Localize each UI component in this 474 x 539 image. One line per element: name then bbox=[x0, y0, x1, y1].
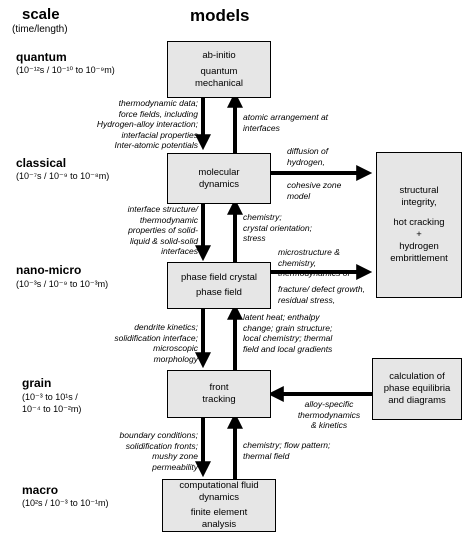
note-line: thermodynamics of bbox=[278, 268, 350, 278]
box-cfd-fea: computational fluid dynamics finite elem… bbox=[162, 479, 276, 532]
note-line: stress bbox=[243, 233, 266, 243]
note-line: boundary conditions; bbox=[119, 430, 198, 440]
note-line: Hydrogen-alloy interaction; bbox=[96, 119, 198, 129]
box-cfd-line2: dynamics bbox=[198, 492, 240, 503]
level-nanomicro-range: (10⁻³s / 10⁻⁹ to 10⁻³m) bbox=[16, 279, 109, 289]
note-boundary-conditions: boundary conditions; solidification fron… bbox=[90, 430, 198, 472]
box-calc-line2: phase equilibria bbox=[383, 383, 451, 394]
box-si-line5: hydrogen bbox=[399, 241, 439, 252]
box-front-tracking: front tracking bbox=[167, 370, 271, 418]
box-md-line1: molecular bbox=[198, 166, 240, 178]
note-line: interface structure/ bbox=[127, 204, 198, 214]
note-line: interfaces bbox=[161, 246, 198, 256]
note-line: local chemistry; thermal bbox=[243, 333, 333, 343]
note-cohesive-zone: cohesive zone model bbox=[287, 180, 367, 201]
note-line: morphology bbox=[153, 353, 198, 364]
note-line: residual stress, bbox=[278, 294, 336, 305]
note-line: thermodynamics bbox=[297, 409, 361, 420]
box-si-line1: structural bbox=[399, 185, 439, 196]
level-nanomicro: nano-micro bbox=[16, 263, 82, 277]
note-chemistry-flow: chemistry; flow pattern; thermal field bbox=[243, 440, 363, 461]
note-line: & kinetics bbox=[310, 420, 348, 430]
note-interface-structure: interface structure/ thermodynamic prope… bbox=[100, 204, 198, 257]
box-cfd-line4: analysis bbox=[201, 519, 237, 530]
note-line: chemistry; bbox=[243, 212, 282, 222]
box-phase-field: phase field crystal phase field bbox=[167, 262, 271, 309]
level-quantum: quantum bbox=[16, 50, 67, 64]
note-microstructure: microstructure & chemistry, thermodynami… bbox=[278, 247, 372, 279]
note-latent-heat: latent heat; enthalpy change; grain stru… bbox=[243, 312, 365, 354]
note-line: thermal field bbox=[243, 450, 290, 461]
note-line: dendrite kinetics; bbox=[134, 322, 198, 332]
box-ft-line2: tracking bbox=[202, 394, 236, 405]
box-calc-line1: calculation of bbox=[389, 371, 445, 382]
scale-subtitle: (time/length) bbox=[12, 24, 68, 35]
level-quantum-range: (10⁻¹²s / 10⁻¹⁰ to 10⁻⁹m) bbox=[16, 65, 115, 75]
note-line: cohesive zone bbox=[287, 180, 342, 190]
box-ft-line1: front bbox=[209, 382, 229, 393]
box-si-line6: embrittlement bbox=[390, 253, 448, 264]
box-structural-integrity: structural integrity, hot cracking + hyd… bbox=[376, 152, 462, 298]
note-thermodynamic-data: thermodynamic data; force fields, includ… bbox=[92, 98, 198, 151]
note-diffusion-hydrogen: diffusion of hydrogen, bbox=[287, 146, 367, 167]
models-header: models bbox=[190, 6, 250, 25]
note-line: field and local gradients bbox=[243, 343, 333, 354]
box-abinitio: ab-initio quantum mechanical bbox=[167, 41, 271, 98]
note-line: force fields, including bbox=[118, 108, 198, 119]
scale-header: scale bbox=[22, 6, 60, 23]
note-chemistry-crystal: chemistry; crystal orientation; stress bbox=[243, 212, 353, 244]
box-phase-calculation: calculation of phase equilibria and diag… bbox=[372, 358, 462, 420]
note-line: liquid & solid-solid bbox=[129, 235, 198, 246]
note-line: solidification fronts; bbox=[125, 440, 198, 451]
level-macro-range: (10²s / 10⁻³ to 10⁻¹m) bbox=[22, 498, 109, 508]
note-line: microstructure & bbox=[278, 247, 340, 257]
level-macro: macro bbox=[22, 483, 59, 497]
note-line: interfacial properties bbox=[121, 129, 198, 140]
note-line: properties of solid- bbox=[128, 225, 198, 235]
note-line: chemistry, bbox=[278, 257, 317, 268]
note-line: latent heat; enthalpy bbox=[243, 312, 320, 322]
note-line: fracture/ defect growth, bbox=[278, 284, 365, 294]
note-line: diffusion of bbox=[287, 146, 329, 156]
note-alloy-specific: alloy-specific thermodynamics & kinetics bbox=[289, 399, 369, 431]
level-grain-range-1: (10⁻³ to 10¹s / bbox=[22, 392, 78, 402]
box-md-line2: dynamics bbox=[198, 178, 240, 190]
note-line: model bbox=[287, 190, 311, 201]
note-line: atomic arrangement at bbox=[243, 112, 329, 122]
level-grain: grain bbox=[22, 376, 52, 390]
note-line: chemistry; flow pattern; bbox=[243, 440, 331, 450]
box-si-line4: + bbox=[416, 229, 422, 240]
box-calc-line3: and diagrams bbox=[388, 395, 446, 406]
box-abinitio-line2: quantum bbox=[200, 65, 238, 77]
note-line: interfaces bbox=[243, 122, 280, 133]
note-line: microscopic bbox=[153, 343, 198, 353]
box-cfd-line3: finite element bbox=[190, 507, 248, 518]
box-molecular-dynamics: molecular dynamics bbox=[167, 153, 271, 204]
note-line: thermodynamic data; bbox=[118, 98, 198, 108]
box-pf-line2: phase field bbox=[196, 287, 242, 298]
note-atomic-arrangement: atomic arrangement at interfaces bbox=[243, 112, 373, 133]
note-line: hydrogen, bbox=[287, 156, 325, 167]
note-line: permeability bbox=[152, 461, 198, 472]
note-line: alloy-specific bbox=[304, 399, 354, 409]
note-fracture: fracture/ defect growth, residual stress… bbox=[278, 284, 374, 305]
level-classical: classical bbox=[16, 156, 67, 170]
level-classical-range: (10⁻⁷s / 10⁻⁹ to 10⁻⁸m) bbox=[16, 171, 110, 181]
box-abinitio-line1: ab-initio bbox=[202, 49, 236, 61]
box-cfd-line1: computational fluid bbox=[179, 480, 259, 491]
note-line: mushy zone bbox=[152, 451, 198, 461]
box-pf-line1: phase field crystal bbox=[180, 272, 258, 283]
note-line: thermodynamic bbox=[139, 214, 198, 225]
note-line: change; grain structure; bbox=[243, 322, 333, 333]
box-abinitio-line3: mechanical bbox=[194, 77, 244, 89]
note-line: solidification interface; bbox=[114, 332, 198, 343]
box-si-line2: integrity, bbox=[401, 197, 437, 208]
level-grain-range-2: 10⁻⁴ to 10⁻²m) bbox=[22, 404, 82, 414]
note-line: Inter-atomic potentials bbox=[114, 140, 198, 150]
note-dendrite-kinetics: dendrite kinetics; solidification interf… bbox=[86, 322, 198, 364]
box-si-line3: hot cracking bbox=[393, 217, 445, 228]
note-line: crystal orientation; bbox=[243, 222, 312, 233]
